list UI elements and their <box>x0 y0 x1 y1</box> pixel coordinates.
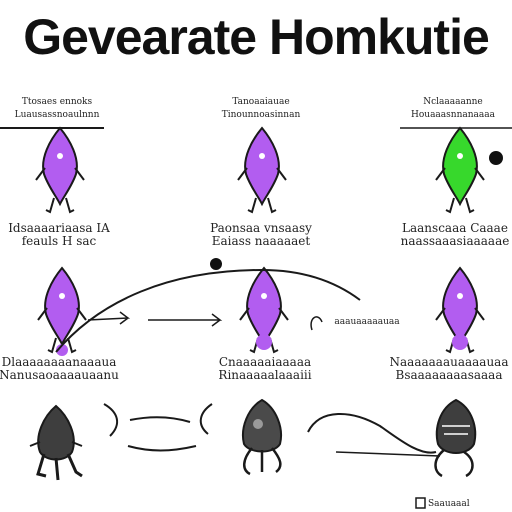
label-r1c3: Nclaaaaanne Houaaasnnanaaaa <box>411 97 495 120</box>
creature-r2c2 <box>239 267 289 353</box>
label-r2c2: Paonsaa vnsaasy Eaiass naaaaaet <box>210 222 312 248</box>
hook-r2 <box>310 316 323 331</box>
legend-box <box>415 497 426 509</box>
label-bottom-right: Saauaaal <box>428 499 470 509</box>
label-mid-right: aaauaaaaauaa <box>334 317 400 327</box>
creature-r1c2 <box>237 127 287 213</box>
label-r1c1: Ttosaes ennoks Luausassnoaulnnn <box>14 97 100 120</box>
label-r2c1: Idsaaaariaasa IA feauls H sac <box>8 222 110 248</box>
curve-r3 <box>307 413 437 454</box>
label-r1c2: Tanoaaiauae Tinounnoasinnan <box>221 97 301 120</box>
arrow-r2b <box>148 313 223 327</box>
arrow-r2a <box>87 311 131 325</box>
creature-r2c3 <box>435 267 485 353</box>
creature-r3c2 <box>242 398 282 476</box>
wiggle-r3b <box>129 416 191 423</box>
creature-r3c1 <box>29 404 83 481</box>
label-r3c1: Dlaaaaaaaanaaaua Nanusaoaaaauaanu <box>0 356 119 382</box>
creature-r1c1 <box>35 127 85 213</box>
dot-r2 <box>210 258 222 270</box>
page-title: Gevearate Homkutie <box>23 9 490 65</box>
creature-r3c3 <box>434 398 477 478</box>
wiggle-r3a <box>103 403 119 437</box>
arc-r2 <box>55 268 361 353</box>
wiggle-r3c <box>199 403 213 435</box>
label-r2c3: Laanscaaa Caaae naassaaasiaaaaae <box>400 222 510 248</box>
dot-r1 <box>489 151 503 165</box>
wiggle-r3d <box>127 445 197 452</box>
label-r3c3: Naaaaaaauaaaauaa Bsaaaaaaaasaaaa <box>389 356 509 382</box>
line-r3 <box>335 451 441 457</box>
label-r3c2: Cnaaaaaiaaaaa Rinaaaaalaaaiii <box>218 356 312 382</box>
creature-r1c3 <box>435 127 485 213</box>
creature-r2c1 <box>37 267 87 356</box>
